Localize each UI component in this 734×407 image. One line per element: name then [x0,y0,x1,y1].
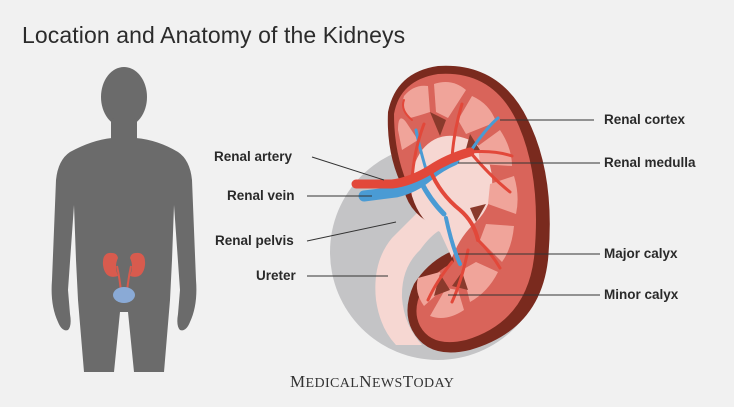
body-kidneys [102,252,146,303]
leader-renal-artery [311,156,385,181]
brand-t: T [402,372,414,391]
brand-n: N [359,372,372,391]
label-renal-cortex: Renal cortex [604,112,686,127]
kidney-cross-section [387,65,550,353]
brand-ews: EWS [371,376,403,391]
label-minor-calyx: Minor calyx [604,287,679,302]
label-renal-artery: Renal artery [214,149,293,164]
leader-lines [306,119,600,296]
renal-vessels [351,99,514,304]
label-renal-pelvis: Renal pelvis [215,233,294,248]
label-ureter: Ureter [256,268,296,283]
diagram-title: Location and Anatomy of the Kidneys [22,22,406,48]
human-body-silhouette [51,67,197,372]
leader-renal-pelvis [306,221,397,242]
brand-edical: EDICAL [305,376,360,391]
brand-oday: ODAY [413,376,455,391]
bladder-icon [113,287,135,303]
label-renal-vein: Renal vein [227,188,295,203]
brand-logo: MEDICALNEWSTODAY [290,372,454,392]
brand-m: M [290,372,306,391]
label-renal-medulla: Renal medulla [604,155,696,170]
ureter-tube [375,210,440,345]
label-major-calyx: Major calyx [604,246,678,261]
